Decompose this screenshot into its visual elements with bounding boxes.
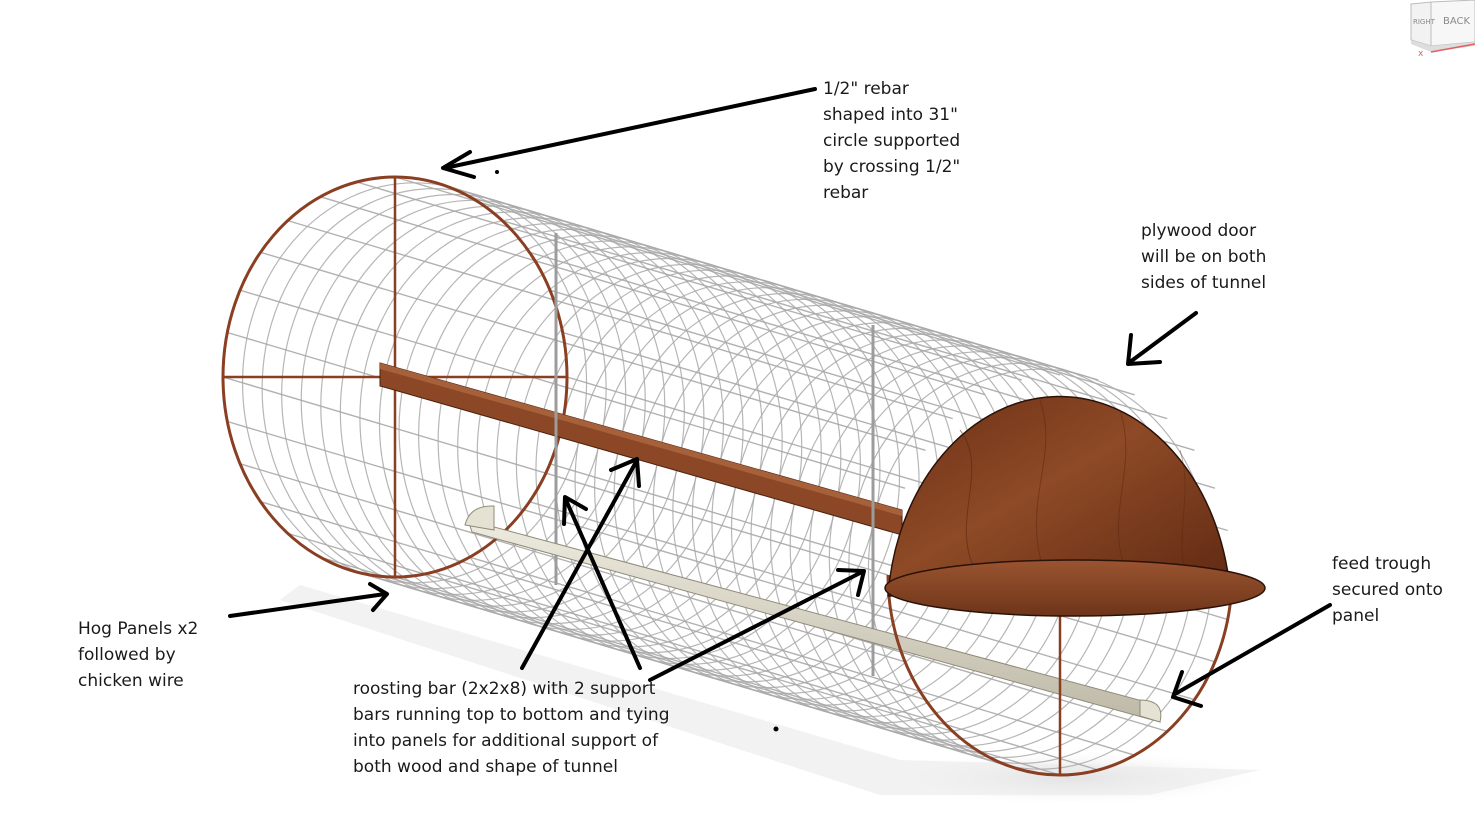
mesh-longitudinal-wire — [433, 181, 1099, 381]
view-cube-back-face[interactable] — [1430, 0, 1475, 47]
mesh-longitudinal-wire — [356, 181, 1022, 381]
roosting-bar-annotation: roosting bar (2x2x8) with 2 support bars… — [353, 676, 669, 780]
mesh-longitudinal-wire — [394, 576, 1061, 776]
annotation-line: followed by — [78, 645, 176, 665]
annotation-line: Hog Panels x2 — [78, 619, 199, 639]
plywood-shelf — [884, 559, 1266, 617]
mesh-longitudinal-wire — [287, 532, 953, 733]
mesh-longitudinal-wire — [433, 571, 1099, 771]
view-cube-base — [1411, 40, 1475, 52]
roosting-bar-arrow-2 — [562, 495, 642, 670]
view-cube-back-label: BACK — [1443, 16, 1471, 27]
feed-trough-arrow — [1171, 603, 1332, 708]
roosting-bar-arrow-3 — [648, 568, 866, 682]
view-cube[interactable]: RIGHT BACK x — [1409, 0, 1475, 60]
feed-trough-annotation: feed trough secured onto panel — [1332, 551, 1443, 629]
annotation-line: plywood door — [1141, 221, 1257, 241]
rebar-annotation: 1/2" rebar shaped into 31" circle suppor… — [823, 76, 960, 206]
annotation-line: panel — [1332, 606, 1380, 626]
mesh-longitudinal-wire — [469, 196, 1135, 396]
mesh-longitudinal-wire — [287, 219, 953, 420]
hog-panels-annotation: Hog Panels x2 followed by chicken wire — [78, 616, 198, 694]
annotation-line: into panels for additional support of — [353, 731, 659, 751]
cage-shadow — [280, 585, 1260, 795]
x-axis-label: x — [1418, 49, 1424, 59]
annotation-line: will be on both — [1141, 247, 1267, 267]
annotation-line: by crossing 1/2" — [823, 157, 961, 177]
hog-panels-arrow — [228, 582, 389, 618]
mesh-longitudinal-wire — [320, 556, 986, 756]
mesh-longitudinal-wire — [529, 501, 1195, 701]
mesh-longitudinal-wire — [502, 219, 1168, 420]
annotation-line: both wood and shape of tunnel — [353, 757, 618, 777]
mesh-longitudinal-wire — [469, 556, 1135, 756]
annotation-line: circle supported — [823, 131, 961, 151]
mesh-longitudinal-wire — [239, 463, 906, 663]
stray-dot — [773, 726, 779, 732]
annotation-arrows — [228, 87, 1332, 708]
annotation-line: feed trough — [1332, 554, 1432, 574]
feed-trough — [464, 505, 1162, 723]
roosting-bar-arrow-1 — [520, 457, 641, 670]
annotation-line: roosting bar (2x2x8) with 2 support — [353, 679, 656, 699]
annotation-line: chicken wire — [78, 671, 184, 691]
mesh-longitudinal-wire — [394, 176, 1061, 376]
rebar-arrow — [441, 87, 817, 179]
annotation-line: shaped into 31" — [823, 105, 958, 125]
annotation-line: bars running top to bottom and tying — [353, 705, 670, 725]
mesh-longitudinal-wire — [356, 571, 1022, 771]
annotation-line: rebar — [823, 183, 869, 203]
annotation-line: secured onto — [1332, 580, 1443, 600]
stray-dot — [495, 170, 499, 174]
mesh-longitudinal-wire — [260, 501, 926, 701]
mesh-longitudinal-wire — [320, 196, 986, 396]
plywood-door-arrow — [1126, 311, 1198, 366]
x-axis-line — [1430, 43, 1475, 53]
mesh-longitudinal-wire — [260, 251, 926, 451]
plywood-door-annotation: plywood door will be on both sides of tu… — [1141, 218, 1266, 296]
annotation-line: sides of tunnel — [1141, 273, 1267, 293]
mesh-longitudinal-wire — [549, 463, 1216, 663]
annotation-line: 1/2" rebar — [823, 79, 909, 99]
view-cube-right-label: RIGHT — [1413, 18, 1436, 26]
mesh-longitudinal-wire — [239, 289, 906, 489]
mesh-longitudinal-wire — [227, 420, 893, 621]
